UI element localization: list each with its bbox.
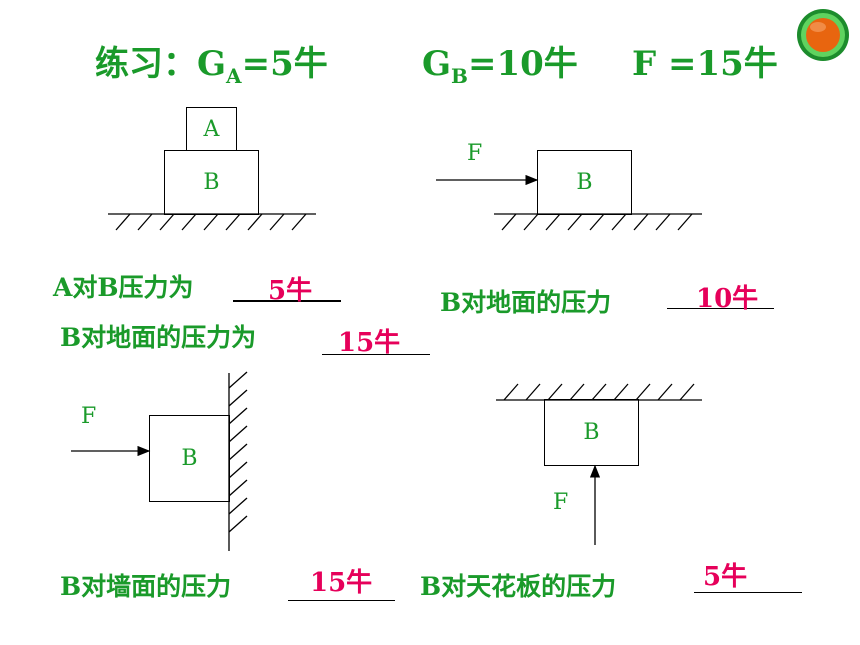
title-ga-val: =5牛 [241, 44, 328, 84]
force-label-4: F [553, 490, 569, 515]
question-1-text: A对B压力为 [53, 273, 194, 302]
block-b-label: B [203, 170, 220, 195]
block-a: A [186, 107, 237, 151]
question-3-text: B对地面的压力 [440, 288, 612, 317]
title-f: F =15牛 [632, 44, 778, 84]
title-ga-sub: A [226, 64, 242, 88]
title-gb-val: =10牛 [467, 44, 578, 84]
block-a-label: A [203, 116, 220, 142]
ceiling-4 [496, 383, 702, 401]
block-b-1: B [164, 150, 259, 215]
title-gb-sub: B [451, 64, 468, 88]
page-title: 练习：GA=5牛 [95, 36, 328, 88]
answer-1-blank [233, 300, 341, 302]
answer-2: 15牛 [338, 328, 401, 358]
answer-4: 15牛 [310, 568, 373, 598]
question-2-text: B对地面的压力为 [60, 323, 257, 352]
block-b-2: B [537, 150, 632, 215]
ground-2 [494, 213, 702, 231]
answer-2-blank [322, 354, 430, 355]
block-b-3: B [149, 415, 230, 502]
force-label-2: F [467, 141, 483, 166]
block-b-label: B [583, 420, 600, 445]
answer-5-blank [694, 592, 802, 593]
answer-4-blank [288, 600, 395, 601]
title-gb: GB=10牛 [422, 36, 578, 88]
next-slide-button[interactable] [795, 7, 851, 63]
answer-3: 10牛 [696, 284, 759, 314]
block-b-label: B [576, 170, 593, 195]
question-5-text: B对天花板的压力 [420, 572, 617, 601]
force-label-3: F [81, 404, 97, 429]
answer-3-blank [667, 308, 774, 309]
answer-1: 5牛 [268, 276, 313, 306]
wall-3 [228, 371, 248, 551]
block-b-4: B [544, 399, 639, 466]
answer-5: 5牛 [703, 562, 748, 592]
title-gb-pre: G [422, 44, 452, 84]
block-b-label: B [181, 446, 198, 471]
orange-circle-icon [797, 9, 849, 61]
ground-1 [108, 213, 316, 231]
question-4-text: B对墙面的压力 [60, 572, 232, 601]
title-prefix: 练习：G [95, 44, 227, 84]
